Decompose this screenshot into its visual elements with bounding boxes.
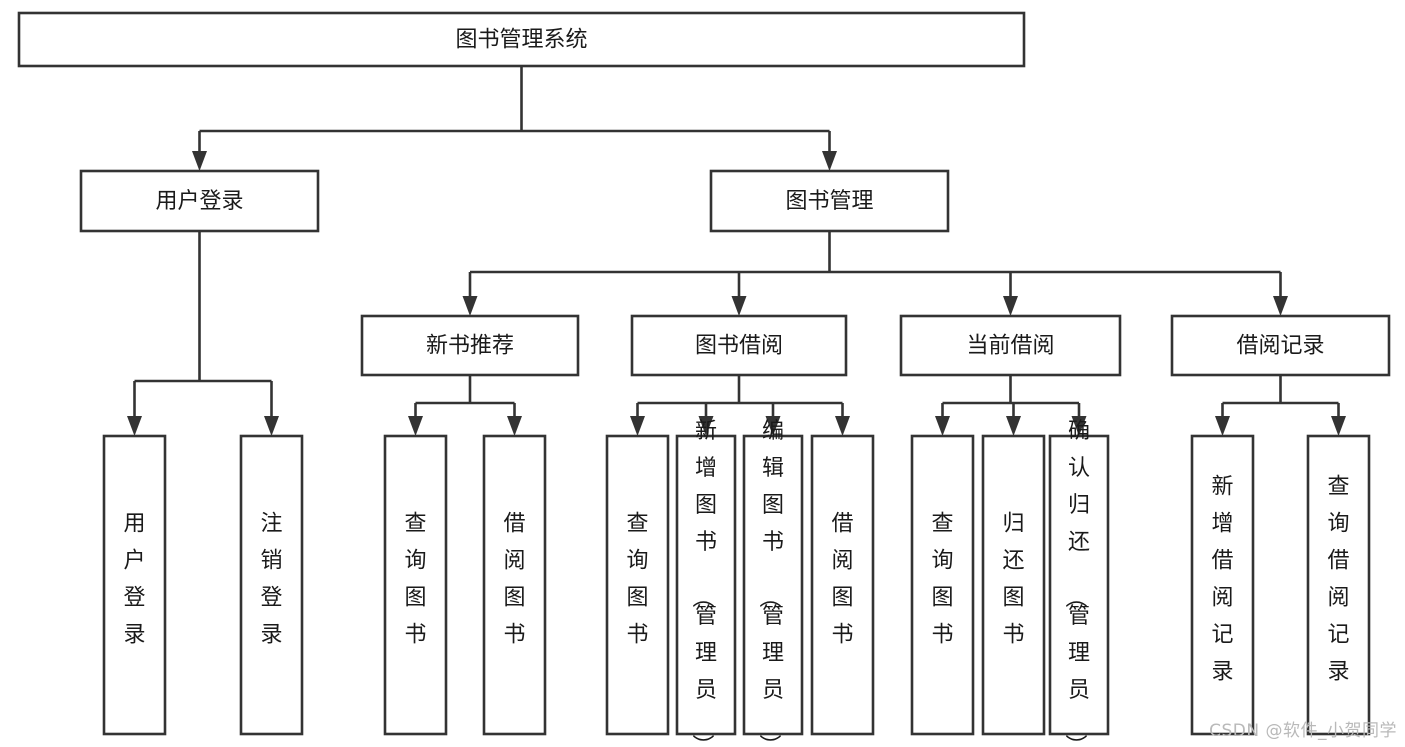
node-label: 图书管理系统 bbox=[455, 28, 587, 53]
connector-arrowhead bbox=[935, 416, 950, 436]
node-leaf-borrow-book-2[interactable]: 借阅图书 bbox=[810, 434, 875, 736]
connector-group-borrow-record bbox=[1215, 375, 1346, 436]
node-new-book-rec[interactable]: 新书推荐 bbox=[360, 314, 580, 377]
connector-arrowhead bbox=[698, 416, 714, 436]
node-box bbox=[482, 434, 547, 736]
node-label: 借阅记录 bbox=[1236, 334, 1324, 359]
node-label: 查询图书 bbox=[931, 512, 953, 648]
connector-group-new-book-rec bbox=[408, 375, 522, 436]
node-box bbox=[981, 434, 1046, 736]
node-label: 用户登录 bbox=[155, 189, 243, 214]
node-current-borrow[interactable]: 当前借阅 bbox=[899, 314, 1122, 377]
node-leaf-query-book-1[interactable]: 查询图书 bbox=[383, 434, 448, 736]
node-box bbox=[675, 434, 737, 736]
node-box bbox=[383, 434, 448, 736]
node-leaf-user-login[interactable]: 用户登录 bbox=[102, 434, 167, 736]
node-box bbox=[17, 11, 1026, 68]
node-label: 新增图书（管理员） bbox=[689, 419, 717, 747]
node-label: 图书借阅 bbox=[695, 334, 783, 359]
node-book-manage[interactable]: 图书管理 bbox=[709, 169, 950, 233]
connector-arrowhead bbox=[1273, 296, 1288, 316]
node-label: 查询图书 bbox=[626, 512, 648, 648]
connector-arrowhead bbox=[408, 416, 423, 436]
connector-arrowhead bbox=[1006, 416, 1021, 436]
connector-arrowhead bbox=[264, 416, 279, 436]
node-user-login[interactable]: 用户登录 bbox=[79, 169, 320, 233]
connector-group-current-borrow bbox=[935, 375, 1087, 436]
node-box bbox=[1190, 434, 1255, 736]
node-leaf-query-book-2[interactable]: 查询图书 bbox=[605, 434, 670, 736]
node-leaf-edit-book[interactable]: 编辑图书（管理员） bbox=[742, 419, 804, 747]
node-leaf-query-record[interactable]: 查询借阅记录 bbox=[1306, 434, 1371, 736]
node-box bbox=[79, 169, 320, 233]
node-label: 用户登录 bbox=[123, 512, 145, 648]
node-leaf-borrow-book-1[interactable]: 借阅图书 bbox=[482, 434, 547, 736]
node-box bbox=[605, 434, 670, 736]
node-leaf-user-logout[interactable]: 注销登录 bbox=[239, 434, 304, 736]
node-label: 新书推荐 bbox=[426, 334, 514, 359]
node-borrow-record[interactable]: 借阅记录 bbox=[1170, 314, 1391, 377]
connector-group-user-login bbox=[127, 231, 279, 436]
connector-arrowhead bbox=[1215, 416, 1230, 436]
node-box bbox=[899, 314, 1122, 377]
node-label: 图书管理 bbox=[785, 189, 873, 214]
node-box bbox=[1170, 314, 1391, 377]
connector-arrowhead bbox=[1331, 416, 1346, 436]
node-label: 查询借阅记录 bbox=[1327, 475, 1349, 685]
node-label: 查询图书 bbox=[404, 512, 426, 648]
connector-arrowhead bbox=[192, 151, 207, 171]
connector-layer bbox=[127, 66, 1346, 436]
node-label: 借阅图书 bbox=[831, 512, 853, 648]
connector-arrowhead bbox=[507, 416, 522, 436]
connector-arrowhead bbox=[1003, 296, 1018, 316]
node-label: 新增借阅记录 bbox=[1211, 475, 1233, 685]
connector-arrowhead bbox=[765, 416, 781, 436]
connector-arrowhead bbox=[127, 416, 142, 436]
connector-arrowhead bbox=[835, 416, 850, 436]
connector-arrowhead bbox=[462, 296, 478, 316]
connector-group-book-borrow bbox=[630, 375, 850, 436]
connector-arrowhead bbox=[630, 416, 645, 436]
connector-arrowhead bbox=[1071, 416, 1087, 436]
connector-arrowhead bbox=[822, 151, 837, 171]
node-leaf-return-book[interactable]: 归还图书 bbox=[981, 434, 1046, 736]
node-label: 借阅图书 bbox=[503, 512, 525, 648]
connector-group-book-manage bbox=[462, 231, 1288, 316]
node-box bbox=[742, 434, 804, 736]
connector-group-root bbox=[192, 66, 837, 171]
node-layer: 图书管理系统用户登录图书管理新书推荐图书借阅当前借阅借阅记录用户登录注销登录查询… bbox=[17, 11, 1391, 747]
node-label: 注销登录 bbox=[260, 512, 282, 648]
node-box bbox=[709, 169, 950, 233]
node-box bbox=[360, 314, 580, 377]
node-box bbox=[1306, 434, 1371, 736]
node-book-borrow[interactable]: 图书借阅 bbox=[630, 314, 848, 377]
node-leaf-add-book[interactable]: 新增图书（管理员） bbox=[675, 419, 737, 747]
connector-arrowhead bbox=[731, 296, 747, 316]
node-box bbox=[810, 434, 875, 736]
node-box bbox=[102, 434, 167, 736]
node-label: 编辑图书（管理员） bbox=[756, 419, 784, 747]
node-leaf-query-book-3[interactable]: 查询图书 bbox=[910, 434, 975, 736]
node-box bbox=[630, 314, 848, 377]
node-label: 确认归还（管理员） bbox=[1062, 419, 1090, 747]
node-label: 当前借阅 bbox=[966, 334, 1054, 359]
node-leaf-add-record[interactable]: 新增借阅记录 bbox=[1190, 434, 1255, 736]
node-label: 归还图书 bbox=[1002, 512, 1024, 648]
node-leaf-confirm-return[interactable]: 确认归还（管理员） bbox=[1048, 419, 1110, 747]
node-box bbox=[239, 434, 304, 736]
node-box bbox=[1048, 434, 1110, 736]
node-box bbox=[910, 434, 975, 736]
node-root[interactable]: 图书管理系统 bbox=[17, 11, 1026, 68]
